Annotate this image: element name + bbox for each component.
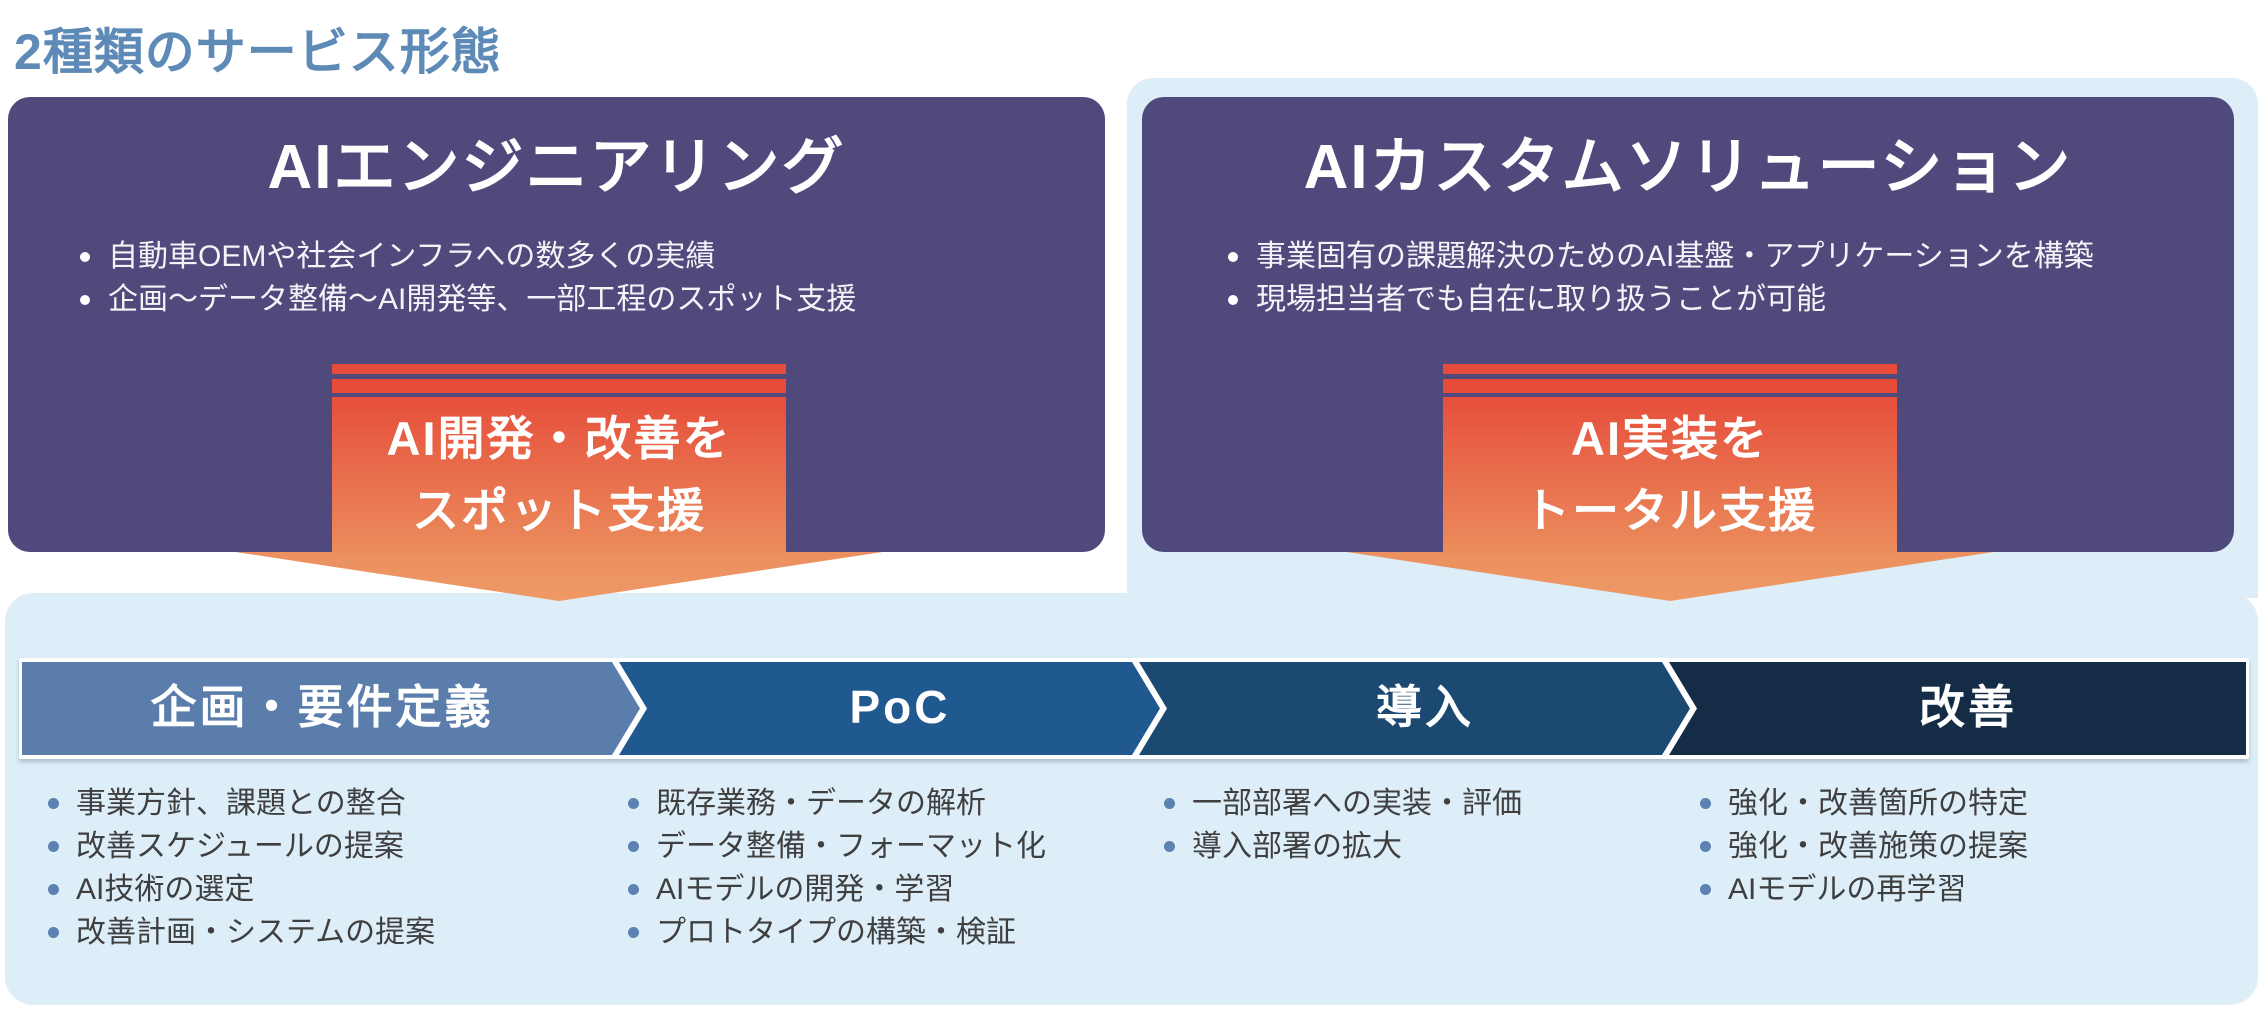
- arrow-stripe: [1443, 364, 1897, 374]
- process-bullet: AIモデルの再学習: [1700, 868, 2245, 911]
- bullet-dot-icon: [48, 798, 59, 809]
- service-bullet-text: 事業固有の課題解決のためのAI基盤・アプリケーションを構築: [1256, 240, 2094, 273]
- service-card-custom-solution: AIカスタムソリューション 事業固有の課題解決のためのAI基盤・アプリケーション…: [1142, 97, 2234, 552]
- process-bullet-text: 強化・改善箇所の特定: [1728, 787, 2028, 820]
- process-step-label: 導入: [1376, 681, 1474, 733]
- arrow-label-line: AI実装を: [1571, 412, 1769, 465]
- service-bullet-list: 自動車OEMや社会インフラへの数多くの実績 企画〜データ整備〜AI開発等、一部工…: [80, 235, 1105, 321]
- process-bullet-text: プロトタイプの構築・検証: [656, 916, 1016, 949]
- process-bullet-text: 事業方針、課題との整合: [76, 787, 406, 820]
- process-bullet-text: AIモデルの再学習: [1728, 873, 1967, 906]
- process-bullet: 既存業務・データの解析: [628, 782, 1158, 825]
- process-bullet: 強化・改善箇所の特定: [1700, 782, 2245, 825]
- service-bullet-text: 現場担当者でも自在に取り扱うことが可能: [1256, 283, 1826, 316]
- process-step-shape: [22, 662, 640, 755]
- bullet-dot-icon: [628, 798, 639, 809]
- service-title: AIカスタムソリューション: [1303, 133, 2073, 202]
- arrow-label-block: AI実装を トータル支援: [1443, 397, 1897, 553]
- bullet-dot-icon: [628, 884, 639, 895]
- service-title: AIエンジニアリング: [267, 133, 846, 202]
- process-bullet: 改善スケジュールの提案: [48, 825, 608, 868]
- service-bullet-text: 自動車OEMや社会インフラへの数多くの実績: [108, 240, 716, 273]
- arrow-stripe: [332, 364, 786, 374]
- bullet-dot-icon: [1700, 798, 1711, 809]
- process-column-improvement: 強化・改善箇所の特定 強化・改善施策の提案 AIモデルの再学習: [1700, 782, 2245, 911]
- service-bullet: 企画〜データ整備〜AI開発等、一部工程のスポット支援: [80, 278, 1105, 321]
- process-flow-chevrons: [22, 662, 2246, 755]
- process-bullet-text: AIモデルの開発・学習: [656, 873, 955, 906]
- bullet-dot-icon: [1700, 884, 1711, 895]
- process-bullet-text: 改善スケジュールの提案: [76, 830, 404, 863]
- process-bullet-text: AI技術の選定: [76, 873, 255, 906]
- bullet-dot-icon: [628, 927, 639, 938]
- process-bullet: 強化・改善施策の提案: [1700, 825, 2245, 868]
- bullet-dot-icon: [48, 841, 59, 852]
- process-step-shape: [1669, 662, 2246, 755]
- bullet-dot-icon: [628, 841, 639, 852]
- process-flow-bar: 企画・要件定義 PoC 導入 改善: [19, 658, 2249, 759]
- bullet-dot-icon: [80, 294, 90, 305]
- arrow-stripe: [1443, 379, 1897, 393]
- page-title: 2種類のサービス形態: [14, 24, 502, 80]
- process-bullet-text: 強化・改善施策の提案: [1728, 830, 2028, 863]
- bullet-dot-icon: [1228, 294, 1238, 305]
- process-step-label: 改善: [1919, 681, 2017, 733]
- service-bullet-text: 企画〜データ整備〜AI開発等、一部工程のスポット支援: [108, 283, 857, 316]
- service-bullet: 現場担当者でも自在に取り扱うことが可能: [1228, 278, 2234, 321]
- arrow-stripe: [332, 379, 786, 393]
- service-bullet: 事業固有の課題解決のためのAI基盤・アプリケーションを構築: [1228, 235, 2234, 278]
- process-bullet: AI技術の選定: [48, 868, 608, 911]
- process-bullet-text: 既存業務・データの解析: [656, 787, 986, 820]
- bullet-dot-icon: [48, 927, 59, 938]
- service-bullet: 自動車OEMや社会インフラへの数多くの実績: [80, 235, 1105, 278]
- process-bullet: AIモデルの開発・学習: [628, 868, 1158, 911]
- bullet-dot-icon: [48, 884, 59, 895]
- process-bullet: データ整備・フォーマット化: [628, 825, 1158, 868]
- arrow-label-line: トータル支援: [1523, 484, 1817, 537]
- bullet-dot-icon: [80, 251, 90, 262]
- bullet-dot-icon: [1164, 798, 1175, 809]
- process-bullet: 事業方針、課題との整合: [48, 782, 608, 825]
- process-bullet: 導入部署の拡大: [1164, 825, 1684, 868]
- process-column-planning: 事業方針、課題との整合 改善スケジュールの提案 AI技術の選定 改善計画・システ…: [48, 782, 608, 954]
- process-bullet-text: 一部部署への実装・評価: [1192, 787, 1522, 820]
- process-bullet-text: 改善計画・システムの提案: [76, 916, 436, 949]
- process-column-poc: 既存業務・データの解析 データ整備・フォーマット化 AIモデルの開発・学習 プロ…: [628, 782, 1158, 954]
- arrow-label-block: AI開発・改善を スポット支援: [332, 397, 786, 553]
- arrow-label-line: AI開発・改善を: [386, 412, 732, 465]
- bullet-dot-icon: [1164, 841, 1175, 852]
- bullet-dot-icon: [1700, 841, 1711, 852]
- process-bullet: 改善計画・システムの提案: [48, 911, 608, 954]
- process-step-label: 企画・要件定義: [150, 681, 494, 733]
- process-column-deployment: 一部部署への実装・評価 導入部署の拡大: [1164, 782, 1684, 868]
- arrow-label-line: スポット支援: [412, 484, 706, 537]
- process-bullet: プロトタイプの構築・検証: [628, 911, 1158, 954]
- process-bullet-text: データ整備・フォーマット化: [656, 830, 1046, 863]
- bullet-dot-icon: [1228, 251, 1238, 262]
- process-step-label: PoC: [849, 681, 951, 733]
- process-bullet: 一部部署への実装・評価: [1164, 782, 1684, 825]
- process-step-shape: [1139, 662, 1690, 755]
- process-step-shape: [619, 662, 1160, 755]
- process-bullet-text: 導入部署の拡大: [1192, 830, 1402, 863]
- service-bullet-list: 事業固有の課題解決のためのAI基盤・アプリケーションを構築 現場担当者でも自在に…: [1228, 235, 2234, 321]
